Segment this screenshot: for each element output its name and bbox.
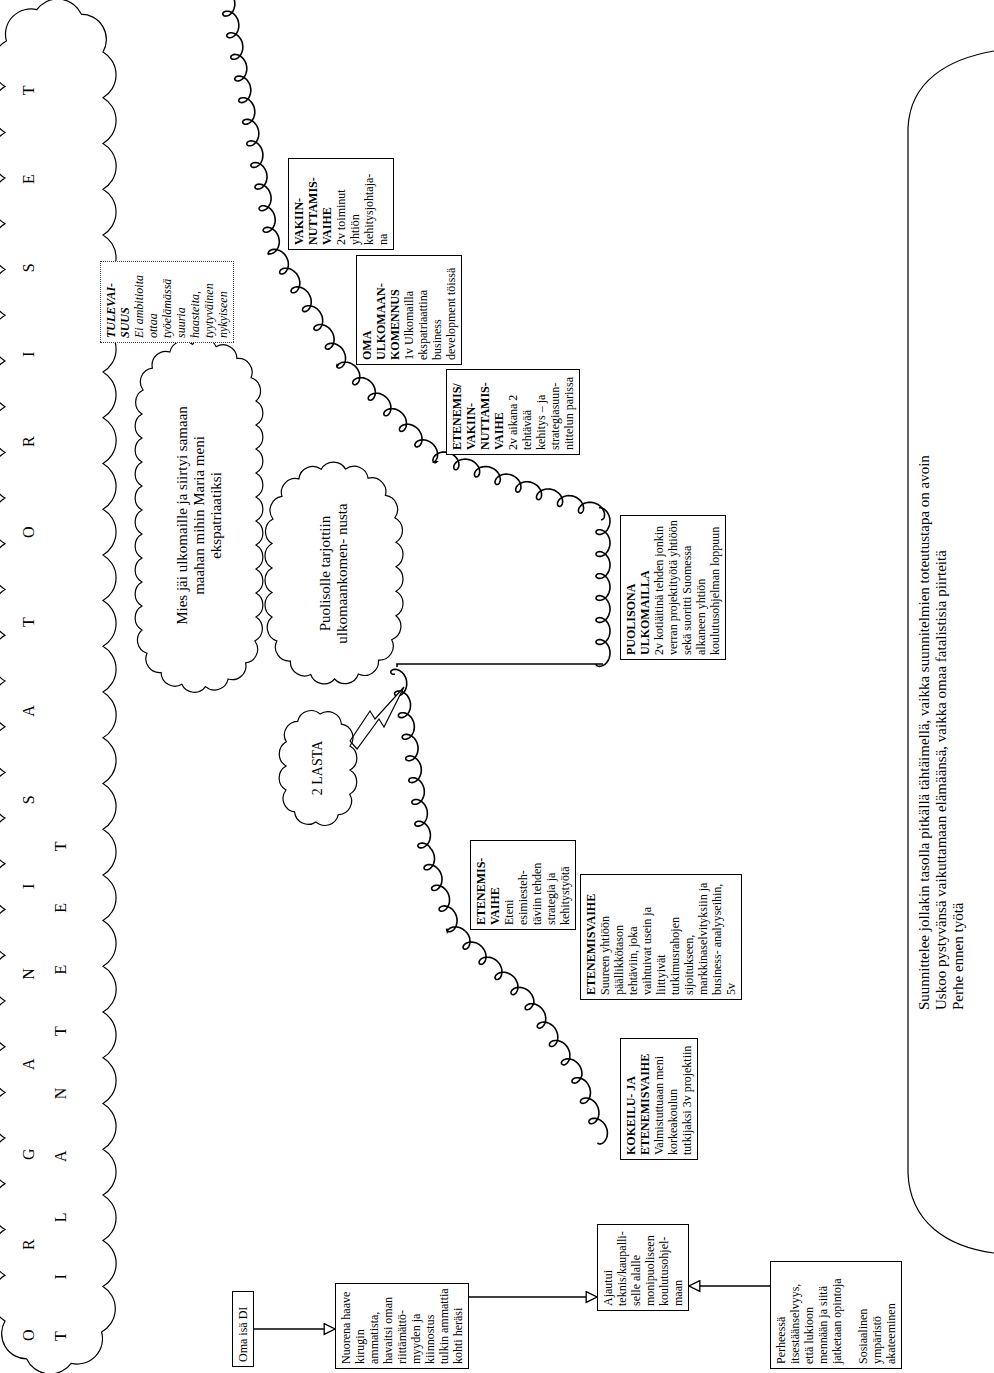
text-box: ETENEMIS- VAIHEEteni esimiesteh- täviin …: [470, 840, 576, 930]
box-text: Sosiaalinen ympäristö akateeminen: [856, 1266, 898, 1364]
text-box: Ajautui teknis/kaupalli- selle alalle mo…: [597, 1224, 689, 1311]
cloud-text: Mies jäi ulkomaille ja siirtyi samaan ma…: [174, 393, 225, 638]
cloud-text-block: 2 LASTA: [310, 741, 326, 796]
box-heading: ETENEMISVAIHE: [584, 879, 598, 995]
cloud-shape: 2 LASTA: [280, 708, 356, 828]
box-text: Eteni esimiesteh- täviin tehden strategi…: [502, 845, 572, 925]
cloud-text: Puolisolle tarjottiin ulkomaankomen- nus…: [317, 499, 351, 649]
text-box: TULEVAI- SUUSEi ambitioita ottaa työeläm…: [100, 261, 234, 343]
career-curl-line: [391, 669, 608, 1144]
text-box: ETENEMISVAIHESuureen yhtiöön päällikköta…: [580, 874, 742, 1000]
career-curl-line: [596, 508, 610, 667]
box-heading: PUOLISONA ULKOMAILLA: [624, 520, 652, 655]
cloud-content: Puolisolle tarjottiin ulkomaankomen- nus…: [266, 462, 402, 685]
lightning-symbol: [350, 687, 404, 749]
cloud-content: Mies jäi ulkomaille ja siirtyi samaan ma…: [136, 338, 262, 693]
career-curl-line: [219, 0, 604, 520]
box-heading: TULEVAI- SUUS: [104, 266, 132, 338]
flow-arrow: [469, 1296, 597, 1298]
box-heading: KOKEILU- JA ETENEMISVAIHE: [624, 1043, 652, 1155]
connector-group: [254, 1286, 770, 1329]
box-heading: VAKIIN- NUTTAMIS- VAIHE: [292, 163, 334, 245]
note-text: Suunnittelee jollakin tasolla pitkällä t…: [916, 450, 933, 1010]
cloud-outline-path: [135, 339, 263, 693]
note-text-block: Suunnittelee jollakin tasolla pitkällä t…: [916, 450, 967, 1010]
career-drop-line: [397, 664, 603, 667]
text-box: VAKIIN- NUTTAMIS- VAIHE2v toiminut yhtiö…: [288, 158, 394, 250]
box-text: 2v toiminut yhtiön kehitysjohtaja- na: [334, 163, 390, 245]
cloud-shape: Mies jäi ulkomaille ja siirtyi samaan ma…: [136, 338, 262, 693]
cloud-content: 2 LASTA: [280, 708, 356, 828]
flow-arrow: [254, 1328, 335, 1330]
box-text: Oma isä DI: [236, 1296, 250, 1362]
box-heading: ETENEMIS- VAIHE: [474, 845, 502, 925]
box-heading: OMA ULKOMAAN- KOMENNUS: [360, 260, 402, 360]
box-text: Valmistuttuaan meni korkeakoulun tutkija…: [652, 1043, 694, 1155]
region-outline-path: [908, 51, 994, 1253]
heading-cloud: O R G A N I S A T O R I S E TT I L A N T…: [0, 0, 108, 1373]
spaced-heading: O R G A N I S A T O R I S E T: [20, 85, 38, 1341]
cloud-outline-path: [265, 462, 403, 684]
text-box: PUOLISONA ULKOMAILLA2v kotiäitinä tehden…: [620, 515, 726, 660]
box-heading: ETENEMIS/ VAKIIN- NUTTAMIS- VAIHE: [450, 374, 506, 450]
cloud-text-block: Puolisolle tarjottiin ulkomaankomen- nus…: [317, 499, 351, 649]
cloud-outline-path: [0, 0, 116, 1373]
box-text: 2v aikana 2 tehtävää kehitys – ja strate…: [506, 374, 576, 450]
box-text: Suureen yhtiöön päällikkötason tehtäviin…: [598, 879, 738, 995]
cloud-text-block: Mies jäi ulkomaille ja siirtyi samaan ma…: [174, 393, 225, 638]
flow-arrow: [689, 1285, 770, 1287]
box-text: Ajautui teknis/kaupalli- selle alalle mo…: [601, 1229, 685, 1306]
cloud-outline-path: [279, 711, 357, 826]
note-text: Uskoo pystyvänsä vaikuttamaan elämäänsä,…: [933, 450, 950, 1010]
text-box: OMA ULKOMAAN- KOMENNUS1v Ulkomailla eksp…: [356, 255, 462, 365]
note-text: Perhe ennen työtä: [950, 450, 967, 1010]
box-text: 2v kotiäitinä tehden jonkin verran proje…: [652, 520, 722, 655]
spaced-heading: T I L A N T E E T: [52, 841, 70, 1341]
text-box: KOKEILU- JA ETENEMISVAIHEValmistuttuaan …: [620, 1038, 698, 1160]
box-text: Perheessä itsestäänselvyys, että lukioon…: [774, 1266, 844, 1364]
text-box: Oma isä DI: [232, 1291, 254, 1367]
text-box: Perheessä itsestäänselvyys, että lukioon…: [770, 1261, 902, 1369]
cloud-shape: Puolisolle tarjottiin ulkomaankomen- nus…: [266, 462, 402, 685]
cloud-text: 2 LASTA: [310, 741, 326, 796]
text-box: ETENEMIS/ VAKIIN- NUTTAMIS- VAIHE2v aika…: [446, 369, 580, 455]
note-region: Suunnittelee jollakin tasolla pitkällä t…: [896, 0, 994, 1373]
text-box: Nuorena haave kirugin ammatista, havaits…: [335, 1283, 469, 1369]
box-text: Ei ambitioita ottaa työelämässä suuria h…: [132, 266, 230, 338]
box-text: 1v Ulkomailla ekspatriaattina business d…: [402, 260, 458, 360]
box-text: Nuorena haave kirugin ammatista, havaits…: [339, 1288, 465, 1364]
